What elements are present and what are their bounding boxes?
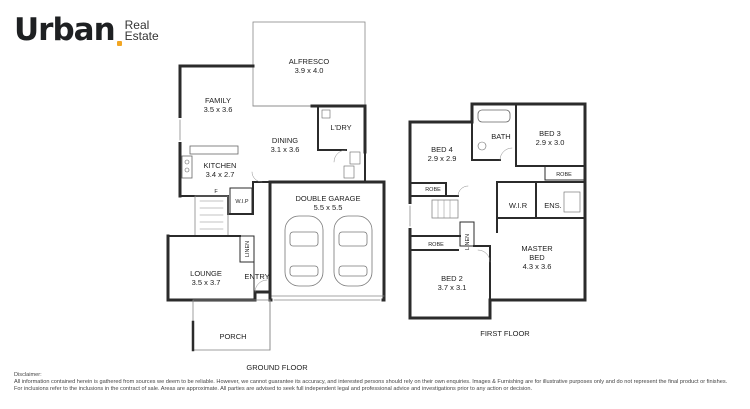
ens-label: ENS. xyxy=(544,201,562,210)
dining-name: DINING xyxy=(272,136,298,145)
brand-dot xyxy=(116,41,122,46)
ground-floor-walls xyxy=(166,21,386,352)
first-floor-walls xyxy=(408,102,587,320)
alfresco-size: 3.9 x 4.0 xyxy=(295,66,324,75)
disclaimer-text: All information contained herein is gath… xyxy=(14,379,728,393)
garage-cars xyxy=(284,215,373,287)
first-floor-label: FIRST FLOOR xyxy=(480,329,530,338)
brand-sub-line1: Real xyxy=(124,18,150,32)
pantry-label: F xyxy=(214,189,218,195)
laundry-name: L'DRY xyxy=(330,123,351,132)
bath-label: BATH xyxy=(491,132,510,141)
bed4-name: BED 4 xyxy=(431,145,453,154)
family-name: FAMILY xyxy=(205,96,231,105)
brand-subtitle: Real Estate xyxy=(124,18,159,43)
master-name2: BED xyxy=(529,253,545,262)
alfresco-name: ALFRESCO xyxy=(289,57,330,66)
disclaimer: Disclaimer: All information contained he… xyxy=(14,372,736,394)
master-size: 4.3 x 3.6 xyxy=(523,262,552,271)
lounge-size: 3.5 x 3.7 xyxy=(192,278,221,287)
brand-name: Urban xyxy=(14,12,116,48)
disclaimer-title: Disclaimer: xyxy=(14,372,42,378)
bed2-name: BED 2 xyxy=(441,274,463,283)
garage-name: DOUBLE GARAGE xyxy=(295,194,360,203)
bed3-name: BED 3 xyxy=(539,129,561,138)
master-name: MASTER xyxy=(521,244,553,253)
porch-label: PORCH xyxy=(219,332,246,341)
garage-size: 5.5 x 5.5 xyxy=(314,203,343,212)
robe-bed2-label: ROBE xyxy=(428,242,444,248)
brand-sub-line2: Estate xyxy=(124,29,159,43)
kitchen-size: 3.4 x 2.7 xyxy=(206,170,235,179)
family-size: 3.5 x 3.6 xyxy=(204,105,233,114)
bed2-size: 3.7 x 3.1 xyxy=(438,283,467,292)
robe-bed4-label: ROBE xyxy=(425,187,441,193)
robe-bed3-label: ROBE xyxy=(556,172,572,178)
bed4-size: 2.9 x 2.9 xyxy=(428,154,457,163)
wir-label: W.I.R xyxy=(509,201,528,210)
dining-size: 3.1 x 3.6 xyxy=(271,145,300,154)
ground-floor-label: GROUND FLOOR xyxy=(246,363,308,372)
kitchen-name: KITCHEN xyxy=(204,161,237,170)
linen-ff-label: LINEN xyxy=(465,234,471,250)
lounge-name: LOUNGE xyxy=(190,269,222,278)
brand-logo: Urban Real Estate xyxy=(14,12,159,48)
wip-label: W.I.P xyxy=(235,199,248,205)
entry-label: ENTRY xyxy=(244,272,269,281)
bed3-size: 2.9 x 3.0 xyxy=(536,138,565,147)
linen-gf-label: LINEN xyxy=(245,241,251,257)
